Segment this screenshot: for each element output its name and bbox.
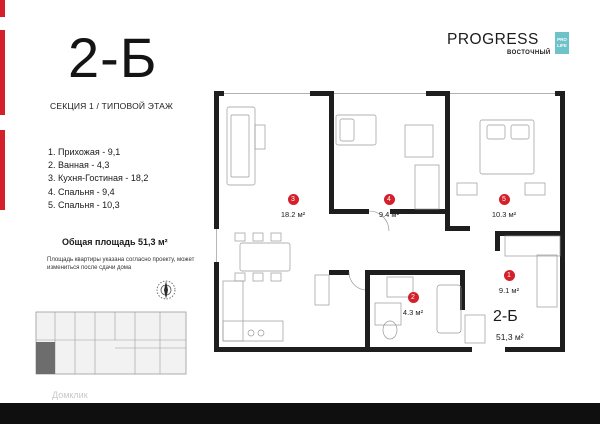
logo-badge-bottom: LIFE — [557, 43, 567, 48]
room-label-3: 3 18.2 м² — [268, 194, 318, 219]
rooms-list-item: 2. Ванная - 4,3 — [48, 160, 110, 171]
logo-badge: PRO LIFE — [555, 32, 569, 54]
rooms-list-item: 4. Спальня - 9,4 — [48, 186, 115, 197]
room-label-2: 2 4.3 м² — [388, 292, 438, 317]
floor-key-plan — [35, 311, 187, 375]
room-area-4: 9.4 м² — [378, 210, 400, 219]
rooms-list-item: 3. Кухня-Гостиная - 18,2 — [48, 173, 149, 184]
room-number-4: 4 — [383, 194, 395, 205]
logo-sub: ВОСТОЧНЫЙ — [507, 50, 551, 56]
rooms-list-item: 1. Прихожая - 9,1 — [48, 147, 121, 157]
accent-bar-middle — [0, 30, 5, 115]
accent-bar-top — [0, 0, 5, 17]
rooms-list: 1. Прихожая - 9,1 2. Ванная - 4,3 3. Кух… — [48, 146, 148, 212]
room-label-1: 1 9.1 м² — [484, 270, 534, 295]
floor-plan — [214, 91, 565, 352]
room-area-5: 10.3 м² — [491, 210, 517, 219]
apartment-code-heading: 2-Б — [68, 26, 158, 89]
room-label-4: 4 9.4 м² — [364, 194, 414, 219]
compass-icon — [156, 280, 176, 300]
area-note: Площадь квартиры указана согласно проект… — [47, 257, 195, 271]
section-label: СЕКЦИЯ 1 / ТИПОВОЙ ЭТАЖ — [50, 101, 174, 111]
room-number-5: 5 — [498, 194, 510, 205]
room-area-3: 18.2 м² — [280, 210, 306, 219]
total-area: Общая площадь 51,3 м² — [62, 237, 168, 247]
room-label-5: 5 10.3 м² — [479, 194, 529, 219]
logo-name: PROGRESS — [447, 31, 539, 48]
logo-badge-top: PRO — [557, 37, 567, 42]
brand-logo: PROGRESS ВОСТОЧНЫЙ PRO LIFE — [447, 31, 569, 56]
rooms-list-item: 5. Спальня - 10,3 — [48, 199, 120, 210]
room-area-2: 4.3 м² — [402, 308, 424, 317]
accent-bar-bottom — [0, 130, 5, 210]
room-number-2: 2 — [407, 292, 419, 303]
footer-bar — [0, 403, 600, 424]
watermark: Домклик — [52, 390, 88, 400]
plan-apartment-code: 2-Б — [493, 308, 518, 325]
room-number-1: 1 — [503, 270, 515, 281]
plan-total-area: 51,3 м² — [496, 332, 524, 342]
room-area-1: 9.1 м² — [498, 286, 520, 295]
key-plan-highlight — [36, 342, 55, 374]
room-number-3: 3 — [287, 194, 299, 205]
